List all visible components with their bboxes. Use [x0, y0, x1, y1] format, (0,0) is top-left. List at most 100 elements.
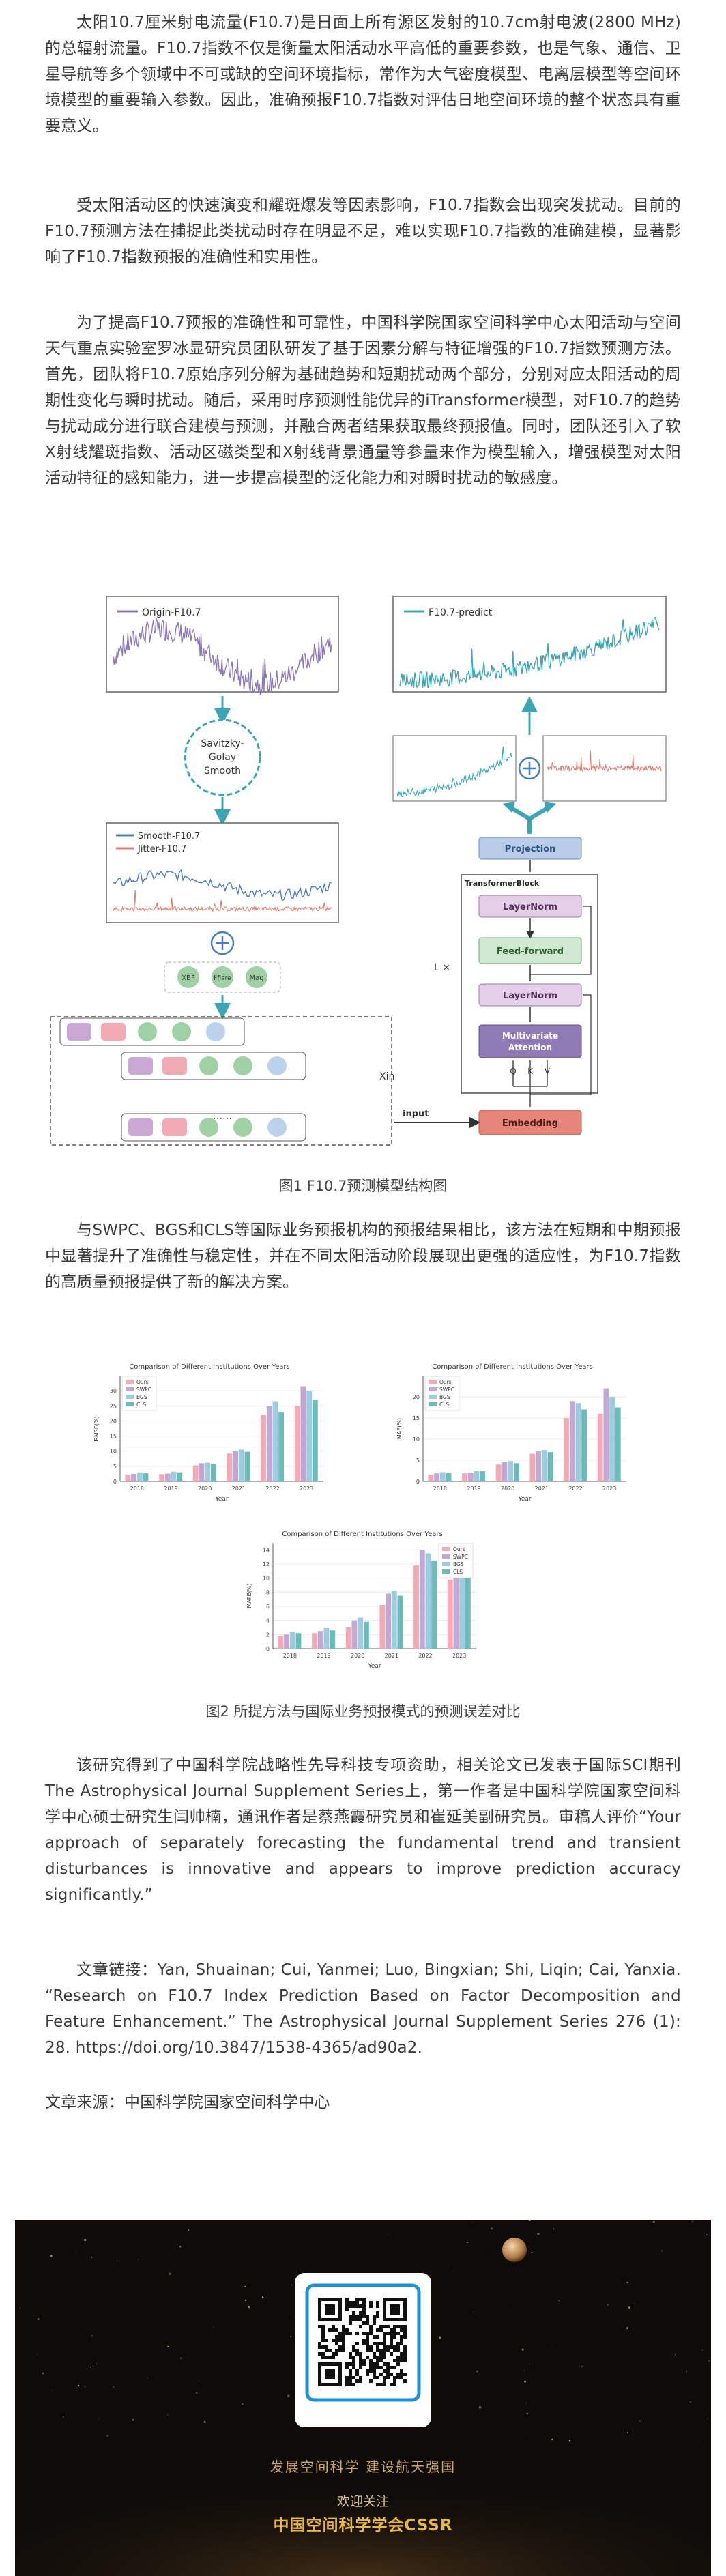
y-tick-label: 5 [113, 1464, 117, 1470]
bar [413, 1565, 420, 1649]
legend-label: BGS [439, 1394, 450, 1400]
qr-cell [383, 2349, 386, 2352]
bar [547, 1452, 553, 1481]
qr-cell [345, 2379, 349, 2383]
y-tick-label: 10 [413, 1436, 420, 1443]
qr-cell [362, 2304, 366, 2308]
qr-cell [349, 2356, 352, 2359]
qr-cell [376, 2328, 379, 2332]
y-tick-label: 10 [110, 1449, 117, 1455]
qr-cell [393, 2335, 396, 2339]
star [261, 2296, 264, 2298]
qr-cell [379, 2342, 383, 2345]
bar-chart-mae: Comparison of Different Institutions Ove… [393, 1361, 632, 1507]
qr-cell [366, 2315, 369, 2318]
bar [244, 1451, 250, 1481]
starfield-background [15, 2220, 711, 2576]
y-tick-label: 20 [110, 1418, 117, 1424]
qr-cell [373, 2352, 376, 2356]
origin-series-line [113, 618, 332, 696]
qr-cell [390, 2373, 393, 2376]
star [78, 2384, 80, 2386]
input-row [59, 1017, 245, 1046]
trend-prediction-line [396, 746, 512, 798]
qr-cell [359, 2311, 362, 2315]
qr-cell [325, 2356, 328, 2359]
legend-swatch [442, 1562, 450, 1566]
qr-cell [383, 2332, 386, 2335]
star [167, 2345, 169, 2348]
prediction-panel: F10.7-predict [392, 596, 667, 693]
qr-cell [349, 2315, 352, 2318]
qr-cell [352, 2376, 355, 2379]
bar [294, 1406, 300, 1481]
bar [513, 1463, 519, 1481]
qr-cell [390, 2335, 393, 2339]
star [195, 2392, 198, 2394]
x-tick-label: 2021 [535, 1486, 549, 1492]
qr-cell [328, 2356, 332, 2359]
smooth-series-line [113, 869, 332, 901]
bar [462, 1473, 468, 1481]
bar [453, 1557, 459, 1649]
qr-cell [376, 2366, 379, 2369]
legend-swatch [429, 1395, 437, 1399]
qr-cell [362, 2339, 366, 2342]
qr-cell [393, 2379, 396, 2383]
qr-cell [383, 2342, 386, 2345]
bar [233, 1451, 239, 1481]
qr-cell [352, 2383, 355, 2386]
bar [143, 1473, 149, 1481]
qr-cell [400, 2325, 403, 2328]
qr-cell [352, 2359, 355, 2362]
qr-cell [383, 2379, 386, 2383]
figure-error-comparison: Comparison of Different Institutions Ove… [45, 1361, 681, 1675]
qr-cell [386, 2373, 390, 2376]
bar [164, 1473, 171, 1481]
qr-cell [369, 2366, 373, 2369]
qr-code [305, 2283, 421, 2402]
qr-cell [366, 2369, 369, 2373]
paragraph-source: 文章来源：中国科学院国家空间科学中心 [45, 2094, 330, 2111]
qr-cell [349, 2332, 352, 2335]
bar [177, 1472, 183, 1481]
bar [425, 1553, 431, 1649]
input-token [199, 1056, 218, 1075]
slogan: 发展空间科学 建设航天强国 [270, 2459, 456, 2475]
qr-cell [335, 2352, 338, 2356]
star [199, 2379, 201, 2381]
qr-cell [362, 2298, 366, 2301]
qr-cell [349, 2318, 352, 2321]
bar [306, 1391, 313, 1481]
qr-cell [342, 2332, 345, 2335]
x-tick-label: 2018 [433, 1486, 447, 1492]
qr-cell [376, 2362, 379, 2366]
star [521, 2348, 524, 2351]
smooth-box-line1: Savitzky- [201, 738, 244, 749]
star [478, 2317, 480, 2319]
qr-cell [396, 2325, 400, 2328]
qr-cell [400, 2352, 403, 2356]
qr-cell [390, 2345, 393, 2349]
qr-cell [342, 2339, 345, 2342]
qr-cell [376, 2356, 379, 2359]
qr-cell [369, 2379, 373, 2383]
x-tick-label: 2019 [164, 1486, 177, 1492]
qr-cell [338, 2345, 342, 2349]
input-token [206, 1022, 225, 1041]
qr-finder [325, 2304, 335, 2315]
bar [272, 1401, 278, 1481]
qr-cell [403, 2379, 407, 2383]
bar [289, 1632, 295, 1649]
qr-cell [403, 2325, 407, 2328]
planet-icon [502, 2238, 527, 2262]
y-tick-label: 5 [416, 1458, 420, 1464]
qr-cell [400, 2328, 403, 2332]
qr-cell [359, 2356, 362, 2359]
qr-cell [355, 2332, 359, 2335]
qr-cell [383, 2345, 386, 2349]
y-tick-label: 8 [266, 1589, 270, 1595]
jitter-label: Jitter-F10.7 [137, 844, 186, 854]
bar [564, 1418, 570, 1481]
bar [575, 1403, 581, 1481]
